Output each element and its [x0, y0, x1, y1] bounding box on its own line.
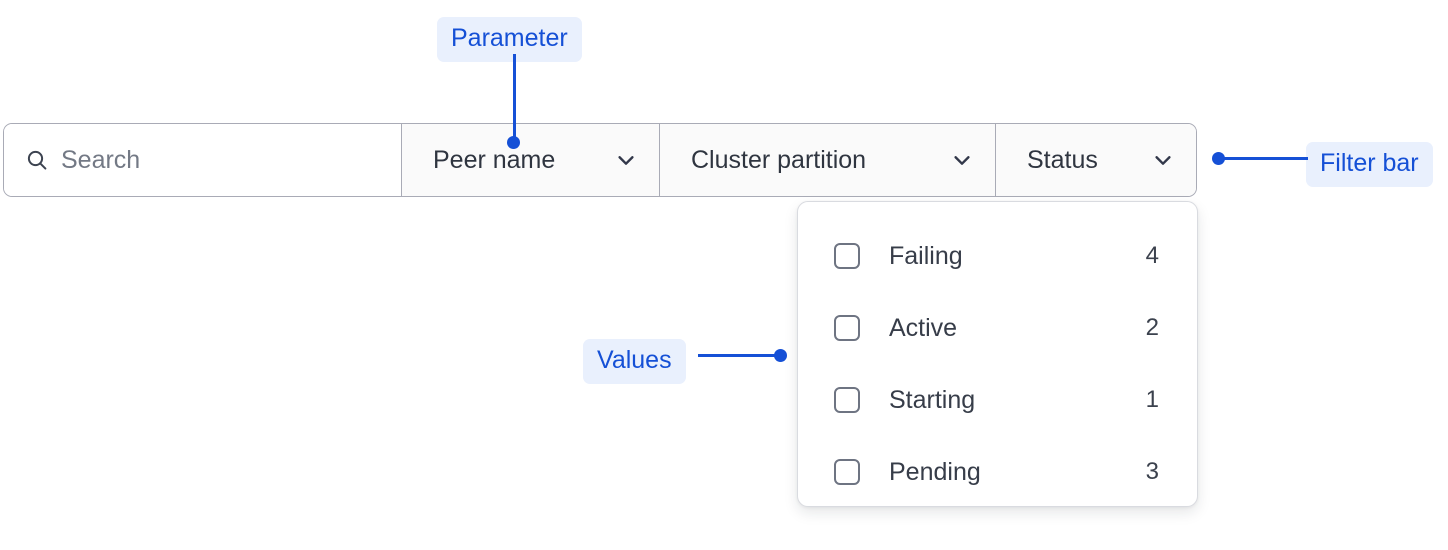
status-dropdown-panel: Failing 4 Active 2 Starting 1 Pending 3 — [797, 201, 1198, 507]
search-field[interactable] — [4, 124, 402, 196]
annotation-dot-parameter — [507, 136, 520, 149]
dropdown-option-starting[interactable]: Starting 1 — [834, 364, 1159, 436]
checkbox[interactable] — [834, 243, 860, 269]
filter-dropdown-label: Cluster partition — [691, 145, 867, 174]
dropdown-option-label: Pending — [889, 457, 981, 486]
chevron-down-icon — [615, 149, 637, 171]
dropdown-option-count: 2 — [1145, 314, 1159, 341]
dropdown-option-active[interactable]: Active 2 — [834, 292, 1159, 364]
annotation-label-parameter: Parameter — [437, 17, 582, 62]
checkbox[interactable] — [834, 315, 860, 341]
dropdown-option-pending[interactable]: Pending 3 — [834, 436, 1159, 508]
filter-bar: Peer name Cluster partition Status — [3, 123, 1197, 197]
chevron-down-icon — [1152, 149, 1174, 171]
annotation-connector-filter-bar — [1219, 157, 1308, 160]
search-input[interactable] — [4, 124, 401, 196]
filter-dropdown-label: Status — [1027, 145, 1098, 174]
checkbox[interactable] — [834, 387, 860, 413]
annotation-connector-parameter — [513, 54, 516, 142]
filter-dropdown-cluster-partition[interactable]: Cluster partition — [660, 124, 996, 196]
dropdown-option-label: Starting — [889, 385, 976, 414]
filter-dropdown-peer-name[interactable]: Peer name — [402, 124, 660, 196]
filter-dropdown-label: Peer name — [433, 145, 556, 174]
chevron-down-icon — [951, 149, 973, 171]
dropdown-option-count: 4 — [1145, 242, 1159, 269]
checkbox[interactable] — [834, 459, 860, 485]
dropdown-option-label: Active — [889, 313, 958, 342]
dropdown-option-count: 1 — [1145, 386, 1159, 413]
dropdown-option-failing[interactable]: Failing 4 — [834, 220, 1159, 292]
annotation-label-values: Values — [583, 339, 686, 384]
annotation-connector-values — [698, 354, 782, 357]
annotation-dot-filter-bar — [1212, 152, 1225, 165]
annotation-dot-values — [774, 349, 787, 362]
filter-dropdown-status[interactable]: Status — [996, 124, 1196, 196]
dropdown-option-count: 3 — [1145, 458, 1159, 485]
search-icon — [25, 148, 49, 172]
annotation-label-filter-bar: Filter bar — [1306, 142, 1433, 187]
dropdown-option-label: Failing — [889, 241, 963, 270]
